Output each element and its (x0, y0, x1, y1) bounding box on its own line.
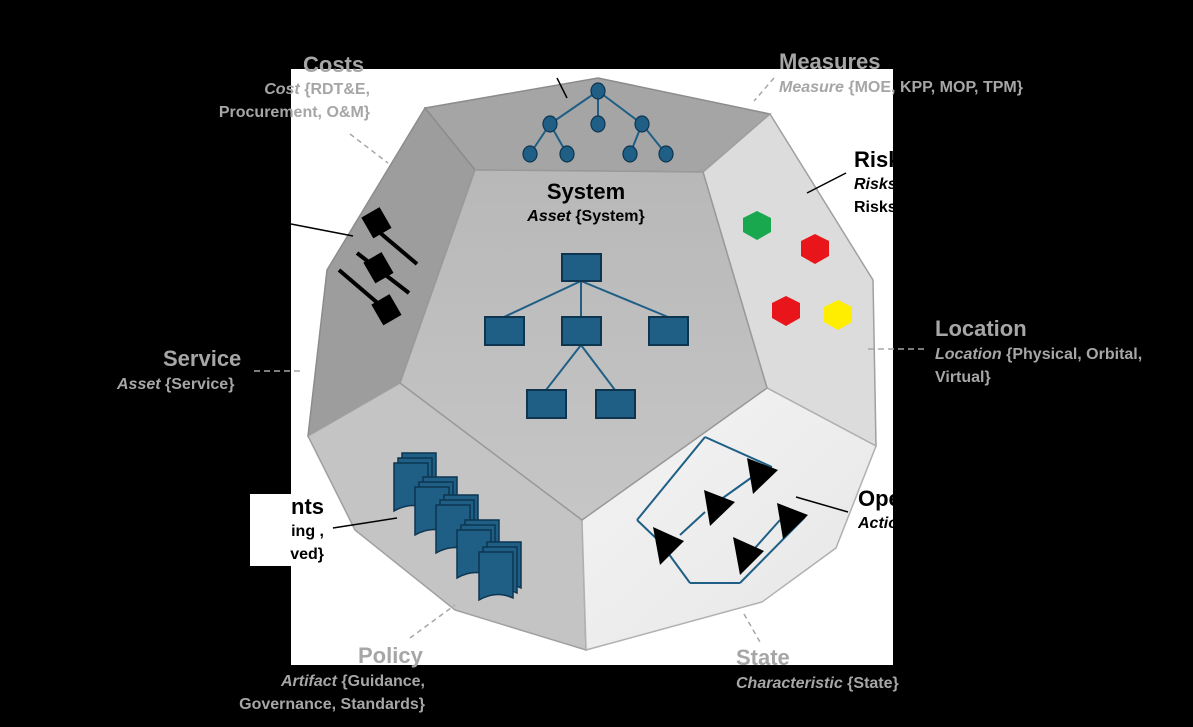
risks-title: Risk (854, 147, 893, 172)
center-label: System Asset {System} (520, 179, 652, 228)
costs-values-line1: {RDT&E, (304, 81, 370, 98)
measures-title: Measures (779, 49, 881, 74)
costs-values-line2: Procurement, O&M} (218, 104, 370, 121)
risks-line3: Risks (854, 199, 893, 216)
location-values-line1: {Physical, Orbital, (1006, 346, 1143, 363)
costs-category: Cost (264, 81, 300, 98)
center-category: Asset (527, 208, 571, 225)
operations-title: Ope (858, 486, 893, 511)
policy-category: Artifact (280, 673, 337, 690)
service-category: Asset (117, 376, 161, 393)
documents-line3: ved} (290, 546, 324, 563)
center-title: System (546, 179, 626, 204)
measures-details: Measure {MOE, KPP, MOP, TPM} (779, 76, 1023, 99)
operations-line2: Actio (858, 515, 893, 532)
state-values: {State} (847, 675, 899, 692)
policy-title: Policy (358, 643, 423, 668)
leader-lines (254, 77, 928, 643)
measures-category: Measure (779, 79, 844, 96)
location-category: Location (935, 346, 1002, 363)
documents-line2: ing , (291, 523, 324, 540)
documents-title: nts (291, 494, 324, 519)
policy-details: Artifact {Guidance, Governance, Standard… (205, 670, 425, 716)
risk-hexagons-icon (743, 211, 852, 330)
tree-hierarchy-icon (522, 82, 674, 163)
costs-title: Costs (303, 52, 365, 77)
state-title: State (736, 645, 790, 670)
operations-label: Ope Actio (858, 486, 893, 535)
policy-values-line2: Governance, Standards} (239, 696, 425, 713)
location-values-line2: Virtual} (935, 369, 991, 386)
location-title: Location (935, 316, 1027, 341)
process-flow-icon (636, 436, 808, 584)
policy-values-line1: {Guidance, (341, 673, 425, 690)
center-values: {System} (575, 208, 645, 225)
costs-details: Cost {RDT&E, Procurement, O&M} (190, 78, 370, 124)
documents-label: nts ing , ved} (250, 494, 324, 566)
risks-label: Risk Risks Risks (854, 147, 893, 219)
service-title: Service (163, 346, 242, 371)
org-chart-icon (484, 253, 689, 419)
service-details: Asset {Service} (117, 373, 234, 396)
service-values: {Service} (165, 376, 235, 393)
state-details: Characteristic {State} (736, 672, 899, 695)
risks-line2: Risks (854, 176, 893, 193)
measures-values: {MOE, KPP, MOP, TPM} (848, 79, 1023, 96)
document-stack-icon (393, 452, 522, 602)
sliders-icon (337, 207, 419, 326)
location-details: Location {Physical, Orbital, Virtual} (935, 343, 1142, 389)
state-category: Characteristic (736, 675, 843, 692)
